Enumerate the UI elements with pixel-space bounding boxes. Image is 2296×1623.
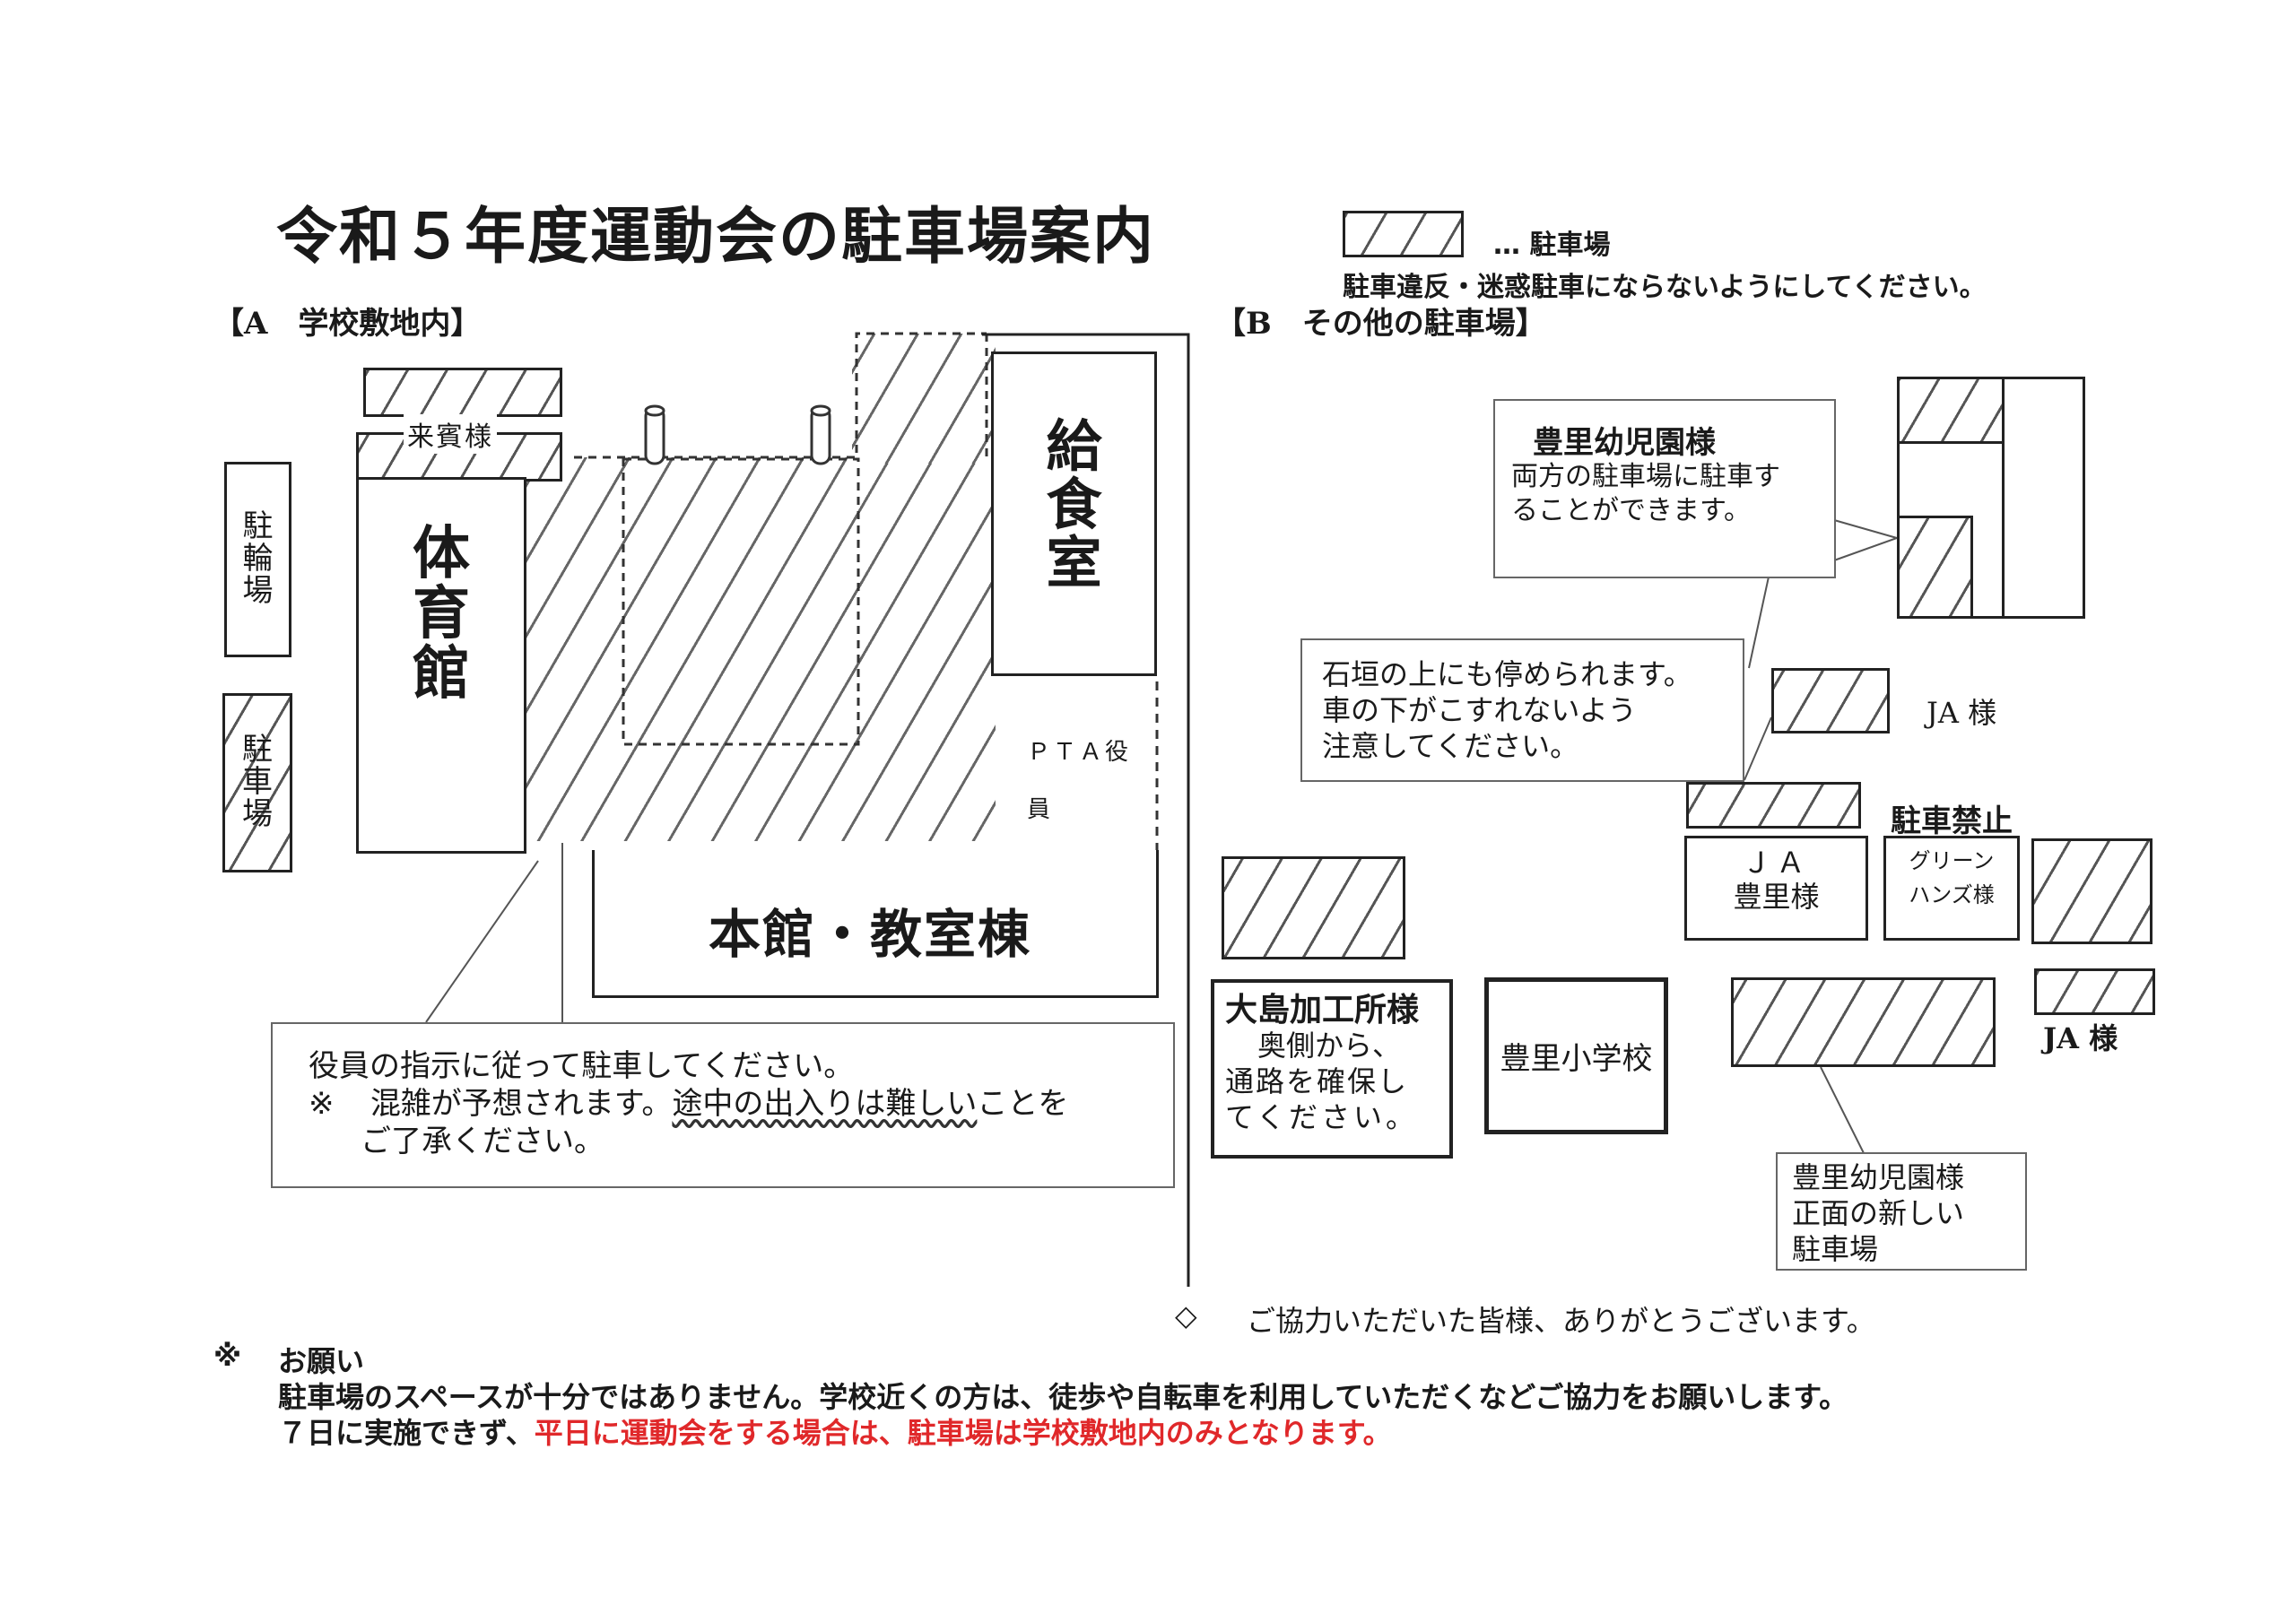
ja-toyosato: ＪＡ 豊里様 <box>1684 836 1868 941</box>
pta-label-line2: 員 <box>1027 796 1051 823</box>
notice-line-1: 駐車場のスペースが十分ではありません。学校近くの方は、徒歩や自転車を利用していた… <box>278 1380 1848 1414</box>
section-a-heading: 【A 学校敷地内】 <box>213 306 482 342</box>
guest-parking-label: 来賓様 <box>404 414 497 454</box>
legend-note: 駐車違反・迷惑駐車にならないようにしてください。 <box>1343 272 1987 303</box>
kindergarten-lot-divider <box>2002 377 2005 619</box>
main-building-label: 本館・教室棟 <box>709 904 1032 965</box>
bicycle-parking: 駐 輪 場 <box>224 462 291 657</box>
lunch-room-char-1: 給 <box>1046 413 1102 479</box>
oshima-parking <box>1222 856 1405 959</box>
bicycle-parking-char-2: 輪 <box>242 541 274 577</box>
thanks-message: ご協力いただいた皆様、ありがとうございます。 <box>1247 1304 1875 1338</box>
oshima-line-2: 通路を確保し <box>1225 1064 1409 1098</box>
callout-line-1: 役員の指示に従って駐車してください。 <box>309 1048 855 1084</box>
new-kindergarten-parking <box>1731 977 1996 1067</box>
guest-parking-top <box>363 368 562 417</box>
stonewall-callout: 石垣の上にも停められます。 車の下がこすれないよう 注意してください。 <box>1300 638 1744 782</box>
section-a-callout: 役員の指示に従って駐車してください。 ※ 混雑が予想されます。途中の出入りは難し… <box>271 1022 1175 1188</box>
kindergarten-parking-lower <box>1897 516 1973 619</box>
callout-line-3: ご了承ください。 <box>361 1124 604 1159</box>
kindergarten-line-1: 両方の駐車場に駐車す <box>1511 461 1780 492</box>
new-lot-line-2: 正面の新しい <box>1792 1196 1965 1230</box>
notice-line-2-pre: ７日に実施できず、 <box>278 1416 535 1450</box>
main-parking-area <box>516 457 996 841</box>
pta-label-line1: ＰＴＡ役 <box>1027 739 1132 766</box>
page-title: 令和５年度運動会の駐車場案内 <box>276 202 1156 273</box>
left-parking: 駐 車 場 <box>222 693 292 872</box>
callout-line-2-underlined: 途中の出入りは難しい <box>672 1086 978 1122</box>
kindergarten-parking-top <box>1897 377 2005 444</box>
oshima-processing: 大島加工所様 奥側から、 通路を確保し てください。 <box>1211 979 1453 1159</box>
green-hands-line-2: ハンズ様 <box>1909 882 1995 907</box>
bicycle-parking-char-3: 場 <box>242 572 274 609</box>
gymnasium-char-3: 館 <box>413 641 470 708</box>
left-parking-char-3: 場 <box>242 795 273 832</box>
ja-toyosato-line-2: 豊里様 <box>1733 880 1820 914</box>
gymnasium: 体 育 館 <box>356 477 526 854</box>
right-parking <box>2031 838 2152 944</box>
notice-mark: ※ <box>213 1339 242 1373</box>
callout-line-2: ※ 混雑が予想されます。途中の出入りは難しいことを <box>309 1085 1137 1123</box>
kindergarten-line-2: ることができます。 <box>1511 495 1751 526</box>
stonewall-line-2: 車の下がこすれないよう <box>1322 693 1637 727</box>
ja-parking-2 <box>2034 968 2155 1015</box>
section-b-heading: 【B その他の駐車場】 <box>1215 306 1546 342</box>
stonewall-line-3: 注意してください。 <box>1322 729 1579 763</box>
new-lot-line-3: 駐車場 <box>1792 1232 1879 1266</box>
oshima-title: 大島加工所様 <box>1225 991 1420 1028</box>
legend-label: … 駐車場 <box>1493 230 1611 261</box>
stonewall-line-1: 石垣の上にも停められます。 <box>1322 657 1692 691</box>
ja-toyosato-line-1: ＪＡ <box>1742 846 1811 880</box>
bicycle-parking-char-1: 駐 <box>242 508 274 545</box>
callout-line-2-post: ことを <box>977 1086 1069 1122</box>
stonewall-parking <box>1686 782 1861 829</box>
new-lot-line-1: 豊里幼児園様 <box>1792 1160 1965 1194</box>
ja-label-2: JA 様 <box>2043 1021 2118 1055</box>
gymnasium-char-2: 育 <box>413 581 470 648</box>
kindergarten-title: 豊里幼児園様 <box>1533 425 1716 461</box>
lunch-room-char-3: 室 <box>1046 530 1102 596</box>
no-parking-label: 駐車禁止 <box>1891 803 2013 839</box>
new-lot-callout: 豊里幼児園様 正面の新しい 駐車場 <box>1776 1152 2027 1271</box>
gymnasium-char-1: 体 <box>413 521 470 587</box>
callout-line-2-pre: 混雑が予想されます。 <box>370 1086 673 1122</box>
main-building <box>592 850 1159 998</box>
oshima-line-1: 奥側から、 <box>1257 1028 1402 1063</box>
left-parking-char-1: 駐 <box>242 732 273 768</box>
legend-parking-symbol <box>1343 211 1464 257</box>
main-parking-area-upper <box>852 334 996 464</box>
callout-mark: ※ <box>309 1086 335 1122</box>
lunch-room-char-2: 食 <box>1046 472 1102 538</box>
ja-label: JA 様 <box>1926 696 1997 730</box>
school-lunch-room: 給 食 室 <box>991 352 1157 676</box>
thanks-mark: ◇ <box>1175 1298 1197 1332</box>
notice-line-2: ７日に実施できず、平日に運動会をする場合は、駐車場は学校敷地内のみとなります。 <box>278 1410 1392 1452</box>
green-hands: グリーン ハンズ様 <box>1883 836 2020 941</box>
notice-heading: お願い <box>278 1344 365 1378</box>
ja-parking <box>1771 668 1890 733</box>
green-hands-line-1: グリーン <box>1909 848 1995 873</box>
kindergarten-callout: 豊里幼児園様 両方の駐車場に駐車す ることができます。 <box>1493 399 1836 578</box>
notice-line-2-warning: 平日に運動会をする場合は、駐車場は学校敷地内のみとなります。 <box>534 1416 1392 1450</box>
left-parking-char-2: 車 <box>242 764 273 801</box>
oshima-line-3: てください。 <box>1225 1100 1419 1134</box>
toyosato-elementary-school: 豊里小学校 <box>1484 977 1668 1134</box>
